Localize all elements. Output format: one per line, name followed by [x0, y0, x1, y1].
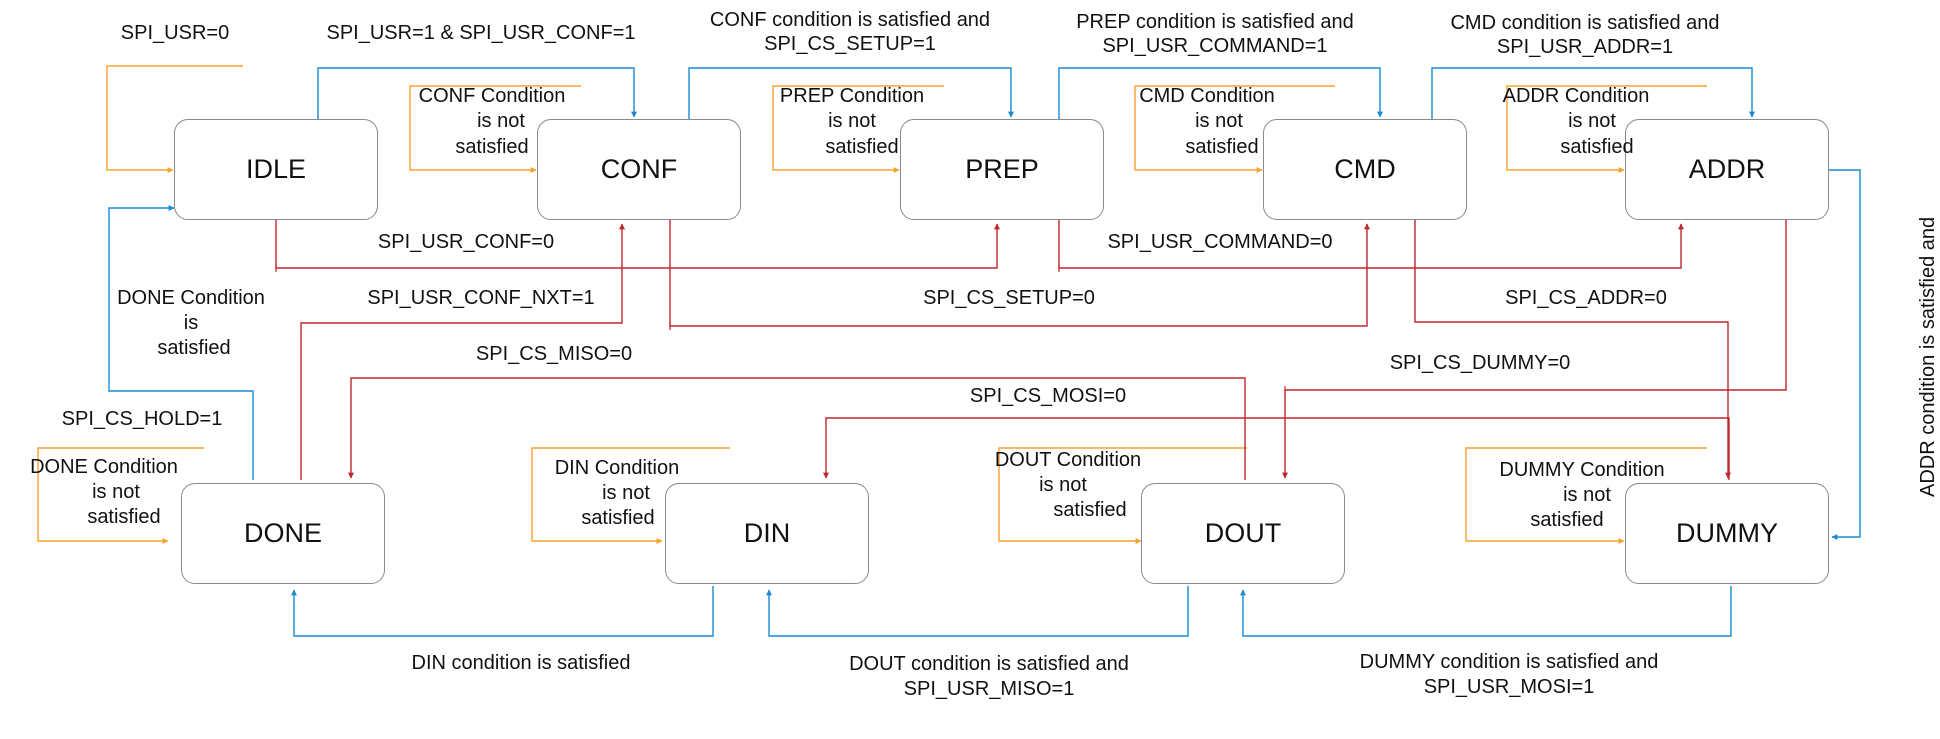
label-dout-sat-2: SPI_USR_MISO=1: [903, 678, 1075, 700]
loop-din: [531, 447, 730, 544]
state-dummy-label: DUMMY: [1676, 518, 1778, 548]
label-cs-setup-0: SPI_CS_SETUP=0: [923, 287, 1095, 309]
label-done-not-1: DONE Condition: [30, 456, 178, 478]
label-cmd-not-1: CMD Condition: [1139, 85, 1275, 107]
edge-idle-conf: [317, 67, 637, 119]
label-done-sat-1: DONE Condition: [117, 287, 265, 309]
state-dout: DOUT: [1141, 483, 1345, 584]
edge-done-conf: [300, 223, 625, 480]
label-addr-not-3: satisfied: [1560, 136, 1634, 158]
label-done-not-3: satisfied: [87, 506, 161, 528]
label-cs-dummy-0: SPI_CS_DUMMY=0: [1389, 352, 1571, 374]
loop-dummy: [1465, 447, 1707, 544]
label-cmd-sat-2: SPI_USR_ADDR=1: [1496, 36, 1674, 58]
loop-dout: [998, 447, 1247, 544]
edge-conf-prep: [688, 67, 1014, 119]
label-cs-miso-0: SPI_CS_MISO=0: [475, 343, 633, 365]
label-spi-usr-0: SPI_USR=0: [120, 22, 230, 44]
label-din-sat: DIN condition is satisfied: [411, 652, 631, 674]
edge-prep-addr: [1058, 220, 1684, 269]
label-cmd-not-2: is not: [1195, 110, 1243, 132]
label-dummy-sat-1: DUMMY condition is satisfied and: [1359, 651, 1659, 673]
loop-cmd: [1134, 85, 1335, 173]
label-dummy-not-3: satisfied: [1530, 509, 1604, 531]
edge-din-done: [291, 586, 714, 637]
label-dummy-not-1: DUMMY Condition: [1499, 459, 1665, 481]
label-cmd-sat-1: CMD condition is satisfied and: [1450, 12, 1720, 34]
loop-conf: [409, 85, 581, 173]
label-dout-not-1: DOUT Condition: [994, 449, 1142, 471]
label-usr-conf-1: SPI_USR=1 & SPI_USR_CONF=1: [326, 22, 636, 44]
state-conf: CONF: [537, 119, 741, 220]
edge-dummy-din: [823, 417, 1730, 480]
state-conf-label: CONF: [600, 154, 678, 184]
state-prep-label: PREP: [965, 154, 1039, 184]
label-cs-addr-0: SPI_CS_ADDR=0: [1505, 287, 1667, 309]
state-addr-label: ADDR: [1688, 154, 1766, 184]
label-cs-mosi-0: SPI_CS_MOSI=0: [969, 385, 1127, 407]
loop-prep: [772, 85, 944, 173]
label-prep-not-3: satisfied: [825, 136, 899, 158]
label-conf-not-1: CONF Condition: [418, 85, 566, 107]
label-usr-conf-nxt-1: SPI_USR_CONF_NXT=1: [367, 287, 595, 309]
label-prep-sat-2: SPI_USR_COMMAND=1: [1102, 35, 1328, 57]
label-din-not-1: DIN Condition: [554, 457, 680, 479]
edge-cmd-addr: [1431, 67, 1755, 119]
state-cmd: CMD: [1263, 119, 1467, 220]
state-done: DONE: [181, 483, 385, 584]
edge-addr-dummy: [1829, 169, 1861, 540]
state-addr: ADDR: [1625, 119, 1829, 220]
loop-addr: [1506, 85, 1707, 173]
label-addr-not-2: is not: [1568, 110, 1616, 132]
label-usr-command-0: SPI_USR_COMMAND=0: [1107, 231, 1333, 253]
label-dummy-not-2: is not: [1563, 484, 1611, 506]
label-dout-not-2: is not: [1039, 474, 1087, 496]
loop-idle: [106, 65, 243, 173]
label-din-not-2: is not: [602, 482, 650, 504]
label-din-not-3: satisfied: [581, 507, 655, 529]
label-conf-not-2: is not: [477, 110, 525, 132]
label-conf-not-3: satisfied: [455, 136, 529, 158]
label-dout-not-3: satisfied: [1053, 499, 1127, 521]
label-cmd-not-3: satisfied: [1185, 136, 1259, 158]
label-prep-not-2: is not: [828, 110, 876, 132]
state-prep: PREP: [900, 119, 1104, 220]
state-dummy: DUMMY: [1625, 483, 1829, 584]
state-done-label: DONE: [243, 518, 322, 548]
label-done-not-2: is not: [92, 481, 140, 503]
label-usr-conf-0: SPI_USR_CONF=0: [377, 231, 555, 253]
state-cmd-label: CMD: [1334, 154, 1396, 184]
edge-prep-cmd: [1058, 67, 1383, 119]
edge-dummy-dout: [1240, 586, 1732, 637]
loop-done: [37, 447, 204, 544]
edge-done-idle: [108, 205, 254, 480]
label-prep-not-1: PREP Condition: [779, 85, 925, 107]
edge-addr-dout: [1282, 220, 1787, 479]
state-din: DIN: [665, 483, 869, 584]
label-addr-not-1: ADDR Condition: [1502, 85, 1650, 107]
label-conf-sat-2: SPI_CS_SETUP=1: [764, 33, 936, 55]
edge-idle-prep: [275, 220, 1000, 269]
edge-conf-cmd: [669, 220, 1370, 327]
label-done-sat-3: satisfied: [157, 337, 231, 359]
state-idle-label: IDLE: [245, 154, 307, 184]
label-addr-sat-vertical: ADDR condition is satisfied and: [1917, 216, 1939, 497]
label-dummy-sat-2: SPI_USR_MOSI=1: [1423, 676, 1595, 698]
edge-dout-done: [348, 377, 1246, 480]
label-dout-sat-1: DOUT condition is satisfied and: [849, 653, 1129, 675]
state-idle: IDLE: [174, 119, 378, 220]
label-done-sat-2: is: [183, 312, 199, 334]
label-prep-sat-1: PREP condition is satisfied and: [1076, 11, 1354, 33]
edge-cmd-dummy: [1414, 220, 1731, 479]
label-cs-hold-1: SPI_CS_HOLD=1: [61, 408, 223, 430]
edge-dout-din: [766, 586, 1189, 637]
state-din-label: DIN: [743, 518, 791, 548]
state-dout-label: DOUT: [1204, 518, 1282, 548]
label-conf-sat-1: CONF condition is satisfied and: [709, 9, 991, 31]
